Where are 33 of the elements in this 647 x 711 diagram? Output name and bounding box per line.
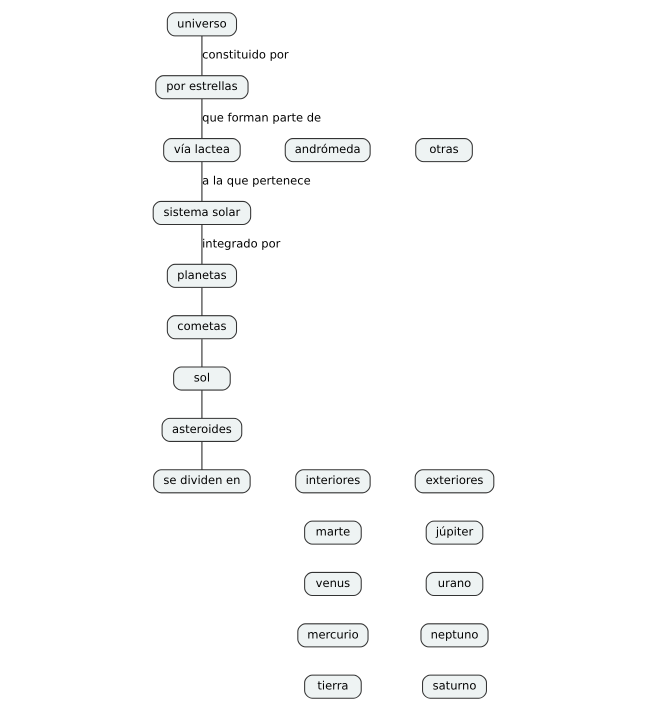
node-box: júpiter <box>426 520 484 545</box>
node-box: venus <box>304 572 362 596</box>
edge-label: integrado por <box>202 236 280 250</box>
node-box: neptuno <box>420 623 489 648</box>
node-box: tierra <box>304 674 362 699</box>
node-box: se dividen en <box>153 469 251 494</box>
node-box: planetas <box>166 264 238 288</box>
edge-label: constituido por <box>202 48 289 62</box>
node-box: por estrellas <box>155 75 249 100</box>
node-box: exteriores <box>414 469 494 494</box>
node-box: sistema solar <box>152 200 252 226</box>
node-box: otras <box>415 138 473 162</box>
node-box: marte <box>304 520 362 545</box>
node-box: sol <box>173 366 231 391</box>
node-box: saturno <box>422 674 487 699</box>
node-box: universo <box>166 12 238 36</box>
node-box: urano <box>426 572 484 596</box>
node-box: interiores <box>295 469 371 494</box>
connector <box>201 390 202 418</box>
node-box: vía lactea <box>163 138 241 162</box>
connector <box>201 288 202 316</box>
node-box: cometas <box>166 315 238 340</box>
node-box: andrómeda <box>284 138 371 162</box>
connector <box>201 339 202 367</box>
connector <box>201 36 202 76</box>
connector <box>201 442 202 470</box>
connector <box>201 224 202 264</box>
node-box: asteroides <box>162 418 242 442</box>
connector <box>201 98 202 138</box>
node-box: mercurio <box>297 623 369 648</box>
edge-label: a la que pertenece <box>202 173 311 188</box>
edge-label: que forman parte de <box>202 110 322 125</box>
connector <box>201 162 202 202</box>
